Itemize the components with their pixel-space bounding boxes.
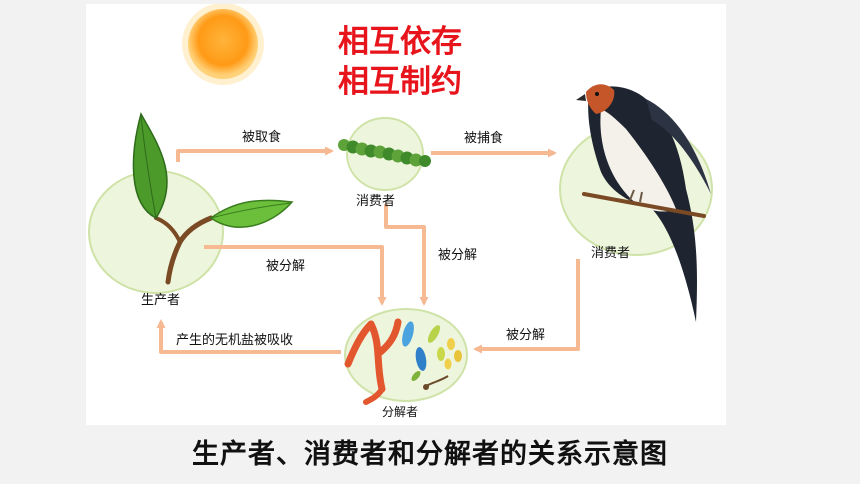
label-decomposed-producer: 被分解 [266,259,306,274]
arrow-primary-to-decomposer [384,204,429,306]
label-decomposed-primary: 被分解 [438,248,478,263]
label-decomposer: 分解者 [382,405,419,419]
label-salts-absorbed: 产生的无机盐被吸收 [176,333,294,348]
diagram-panel: 相互依存 相互制约 被取食 被捕食 消费者 消费者 被分解 被分解 生产者 产生… [86,4,726,425]
label-secondary-consumer: 消费者 [591,246,631,261]
bacteria-fungi-icon [344,318,462,405]
arrow-secondary-to-decomposer [473,259,580,354]
headline-line-2: 相互制约 [338,64,462,100]
headline-line-1: 相互依存 [338,24,462,60]
label-preyed: 被捕食 [464,131,504,146]
diagram-caption: 生产者、消费者和分解者的关系示意图 [192,439,668,470]
label-primary-consumer: 消费者 [356,194,396,209]
sun-icon [182,4,264,85]
swallow-bird-icon [576,84,711,323]
arrow-producer-to-decomposer [204,245,387,306]
arrow-producer-to-primary [176,146,334,162]
label-eaten: 被取食 [242,130,282,145]
caterpillar-icon [338,139,431,167]
arrow-decomposer-to-producer [156,319,341,354]
food-web-diagram [88,4,713,405]
leaf-plant-icon [132,112,294,285]
label-decomposed-secondary: 被分解 [506,328,546,343]
label-producer: 生产者 [141,293,181,308]
decomposer-node [344,308,468,402]
